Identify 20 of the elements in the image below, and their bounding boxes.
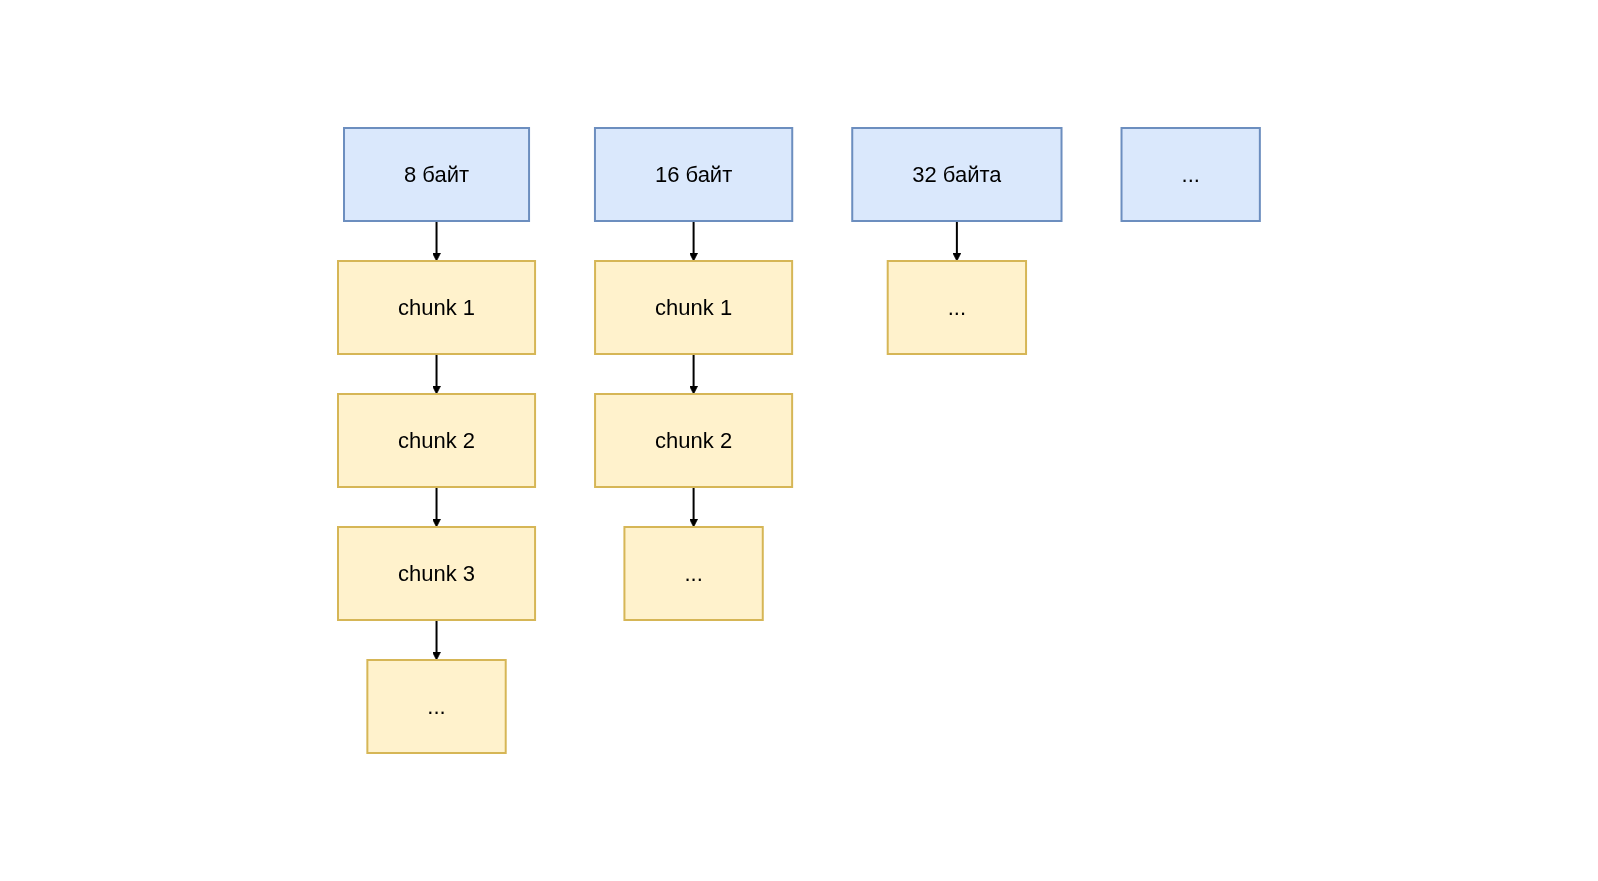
- node-box: ...: [366, 659, 507, 754]
- node-box: chunk 1: [337, 260, 537, 355]
- node-box: ...: [1120, 127, 1261, 222]
- node-box: chunk 1: [594, 260, 794, 355]
- node-box: 8 байт: [343, 127, 531, 222]
- node-box: chunk 2: [594, 393, 794, 488]
- node-box: chunk 3: [337, 526, 537, 621]
- arrow: [432, 619, 441, 661]
- node-box: ...: [886, 260, 1028, 355]
- arrow: [689, 353, 699, 395]
- arrow: [689, 486, 699, 528]
- arrow: [689, 220, 699, 262]
- node-box: ...: [623, 526, 764, 621]
- arrow: [432, 220, 441, 262]
- node-box: 16 байт: [594, 127, 794, 222]
- arrow: [432, 353, 441, 395]
- node-box: chunk 2: [337, 393, 537, 488]
- node-box: 32 байта: [851, 127, 1063, 222]
- arrow: [432, 486, 441, 528]
- arrow: [952, 220, 962, 262]
